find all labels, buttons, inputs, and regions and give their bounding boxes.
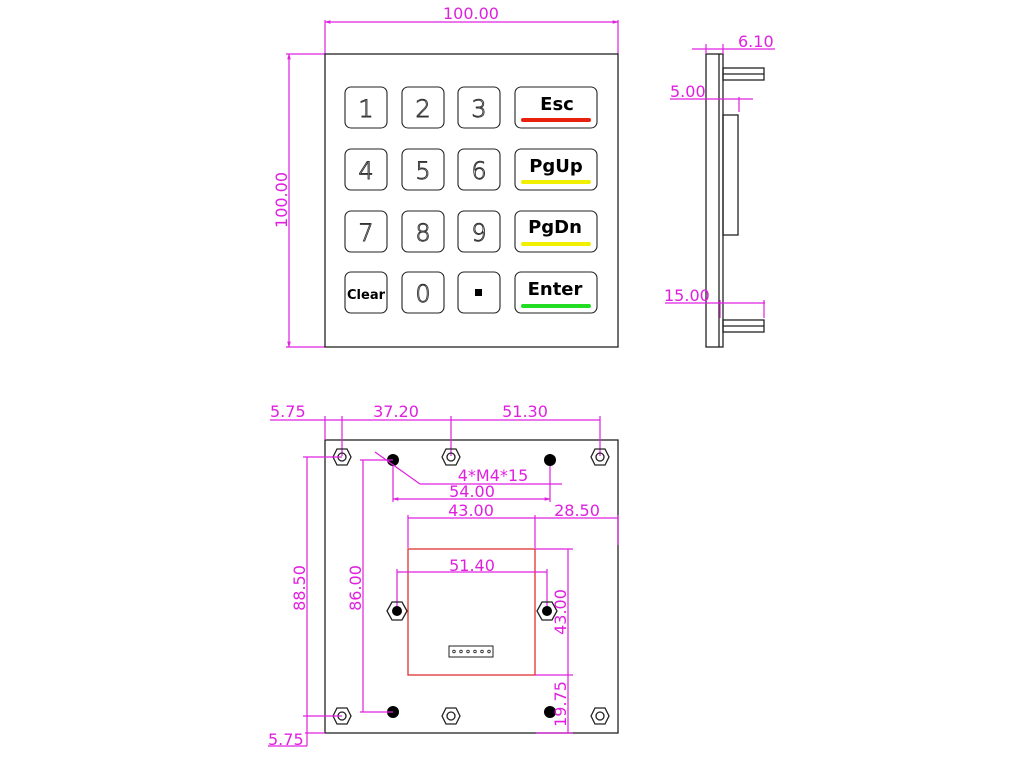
key-enter[interactable]: Enter (514, 271, 598, 314)
key-pgup[interactable]: PgUp (514, 148, 598, 191)
esc-color-bar (521, 118, 591, 122)
key-dot[interactable] (457, 271, 501, 314)
screw-vertical-spacing-label: 86.00 (346, 565, 365, 611)
side-thickness-label: 6.10 (738, 32, 774, 51)
pcb-width-label: 43.00 (448, 501, 494, 520)
key-8[interactable]: 8 (401, 210, 445, 253)
rear-view: 5.75 37.20 51.30 4*M4*15 54.00 43.00 28.… (268, 402, 619, 749)
svg-text:0: 0 (415, 280, 430, 308)
svg-text:Clear: Clear (347, 288, 386, 303)
screw-spec-label: 4*M4*15 (458, 466, 529, 485)
enter-color-bar (521, 304, 591, 308)
pcb-mount-right (536, 601, 558, 621)
key-clear[interactable]: Clear (344, 271, 388, 314)
key-7[interactable]: 7 (344, 210, 388, 253)
pcb-right-offset-label: 28.50 (554, 501, 600, 520)
key-3[interactable]: 3 (457, 86, 501, 129)
hex-stud-bottom-right (590, 707, 610, 725)
svg-text:8: 8 (415, 219, 430, 247)
pcb-mount-left (386, 601, 408, 621)
svg-text:3: 3 (471, 95, 486, 123)
svg-text:6: 6 (471, 157, 486, 185)
front-height-dimension: 100.00 (272, 53, 325, 348)
front-width-dimension: 100.00 (324, 4, 619, 54)
rear-bottom-edge-label: 5.75 (268, 730, 304, 749)
screw-top-right (544, 454, 556, 466)
key-0[interactable]: 0 (401, 271, 445, 314)
rear-left-edge-label: 5.75 (270, 402, 306, 421)
front-height-label: 100.00 (272, 172, 291, 228)
rear-panel (324, 439, 619, 734)
rear-stud-spacing-2-label: 51.30 (502, 402, 548, 421)
pgup-color-bar (521, 180, 591, 184)
key-pgdn[interactable]: PgDn (514, 210, 598, 253)
keypad-panel (324, 53, 619, 348)
dot-glyph (475, 289, 482, 296)
hex-stud-top-center (441, 448, 461, 466)
pcb-bottom-offset-label: 19.75 (551, 681, 570, 727)
svg-text:9: 9 (471, 219, 486, 247)
side-view: 6.10 5.00 15.00 (664, 32, 775, 348)
svg-text:Enter: Enter (528, 279, 583, 300)
key-5[interactable]: 5 (401, 148, 445, 191)
pcb-height-label: 43.00 (551, 589, 570, 635)
front-view: 100.00 100.00 1 2 3 Esc 4 5 6 PgUp 7 8 9… (272, 4, 619, 348)
side-pcb-label: 5.00 (670, 82, 706, 101)
svg-text:4: 4 (358, 157, 373, 185)
hex-stud-top-right (590, 448, 610, 466)
key-esc[interactable]: Esc (514, 86, 598, 129)
svg-text:2: 2 (415, 95, 430, 123)
svg-text:Esc: Esc (540, 94, 574, 115)
side-pcb (722, 114, 739, 236)
pcb-outline (407, 548, 536, 676)
key-1[interactable]: 1 (344, 86, 388, 129)
key-9[interactable]: 9 (457, 210, 501, 253)
key-4[interactable]: 4 (344, 148, 388, 191)
key-6[interactable]: 6 (457, 148, 501, 191)
rear-stud-spacing-1-label: 37.20 (373, 402, 419, 421)
side-stud-label: 15.00 (664, 286, 710, 305)
pcb-connector (448, 645, 494, 658)
front-width-label: 100.00 (443, 4, 499, 23)
screw-spacing-label: 54.00 (449, 482, 495, 501)
pcb-mount-spacing-label: 51.40 (449, 556, 495, 575)
svg-text:PgUp: PgUp (529, 156, 583, 177)
svg-text:7: 7 (358, 219, 373, 247)
pgdn-color-bar (521, 242, 591, 246)
stud-vertical-spacing-label: 88.50 (290, 565, 309, 611)
hex-stud-bottom-center (441, 707, 461, 725)
screw-bottom-right (544, 706, 556, 718)
svg-text:5: 5 (415, 157, 430, 185)
svg-text:PgDn: PgDn (528, 217, 582, 238)
svg-text:1: 1 (358, 95, 373, 123)
key-2[interactable]: 2 (401, 86, 445, 129)
